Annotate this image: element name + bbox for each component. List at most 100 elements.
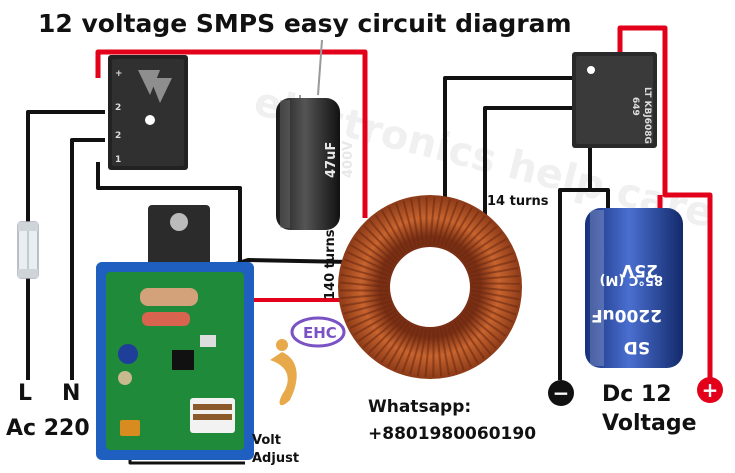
toroid-winding bbox=[450, 322, 472, 368]
toroid-winding bbox=[424, 328, 431, 377]
fuse bbox=[17, 221, 39, 279]
toroid-winding bbox=[456, 220, 492, 256]
toroid-winding bbox=[465, 245, 511, 267]
toroid-winding bbox=[340, 273, 389, 285]
wire-red-output bbox=[617, 25, 713, 380]
toroid-winding bbox=[439, 200, 459, 247]
toroid-winding bbox=[395, 203, 414, 250]
ac-input-label: Ac 220 bbox=[6, 416, 90, 441]
wire-black-live bbox=[26, 110, 105, 225]
toroid-winding bbox=[381, 210, 407, 254]
bridge-right-code: 649 bbox=[630, 97, 640, 116]
ehc-logo: EHC bbox=[270, 316, 346, 406]
cap-output-temp: 85°C (M) bbox=[600, 272, 663, 287]
toroid-winding bbox=[408, 328, 424, 376]
toroid-winding bbox=[357, 313, 399, 343]
toroid-winding bbox=[388, 206, 410, 252]
positive-terminal-icon: + bbox=[702, 378, 719, 402]
toroid-winding bbox=[410, 198, 421, 247]
toroid-winding bbox=[471, 286, 520, 293]
bridge-rectifier-right: LT KBJ608G 649 bbox=[572, 52, 657, 148]
toroid-winding bbox=[465, 307, 507, 337]
wire-black-neutral bbox=[70, 138, 105, 380]
secondary-turns-label: 14 turns bbox=[487, 194, 549, 209]
toroid-winding bbox=[461, 231, 503, 261]
toroid-winding bbox=[353, 237, 395, 267]
bridge-left-ac1-pin: 2 bbox=[115, 103, 121, 113]
toroid-winding bbox=[456, 318, 486, 360]
bridge-rectifier-left: + 2 2 1 bbox=[108, 55, 188, 170]
toroid-winding bbox=[387, 324, 414, 368]
toroid-winding bbox=[349, 244, 393, 271]
toroid-winding bbox=[463, 238, 507, 264]
toroid-winding bbox=[341, 296, 390, 307]
toroid-winding bbox=[469, 300, 514, 323]
toroid-winding bbox=[353, 310, 397, 336]
output-terminals: − + bbox=[548, 377, 723, 406]
negative-terminal-icon: − bbox=[553, 381, 570, 405]
toroid-winding bbox=[469, 259, 517, 274]
toroid-winding bbox=[363, 225, 399, 261]
toroid-winding bbox=[470, 296, 517, 316]
volt-adjust-line2: Adjust bbox=[252, 451, 299, 466]
volt-adjust-line1: Volt bbox=[252, 433, 281, 448]
toroid-winding bbox=[346, 303, 393, 322]
toroid-winding bbox=[401, 327, 421, 374]
wire-red-primary bbox=[95, 49, 368, 218]
cap-output-value: 2200uF bbox=[591, 305, 662, 325]
contact-whatsapp-label: Whatsapp: bbox=[368, 397, 471, 417]
toroid-winding bbox=[450, 210, 480, 252]
toroid-winding bbox=[471, 274, 520, 281]
wire-black-cap-minus bbox=[560, 188, 610, 215]
output-label-line2: Voltage bbox=[602, 411, 697, 436]
toroid-winding bbox=[394, 326, 417, 371]
smps-module bbox=[96, 205, 254, 460]
toroid-winding bbox=[459, 225, 498, 259]
page-title: 12 voltage SMPS easy circuit diagram bbox=[38, 9, 572, 38]
cap-output-brand: SD bbox=[624, 337, 650, 357]
toroid-winding bbox=[471, 293, 519, 309]
capacitor-output: 25V 85°C (M) 2200uF SD bbox=[585, 208, 683, 368]
toroid-winding bbox=[362, 315, 401, 349]
neutral-label: N bbox=[62, 381, 80, 406]
toroid-winding bbox=[432, 197, 444, 246]
toroid-winding bbox=[446, 206, 473, 250]
toroid-winding bbox=[453, 215, 487, 254]
toroid-winding bbox=[340, 293, 389, 300]
toroid-transformer bbox=[338, 195, 522, 379]
contact-phone-number: +8801980060190 bbox=[368, 424, 536, 444]
toroid-winding bbox=[373, 320, 407, 359]
bridge-left-minus-pin: 1 bbox=[115, 155, 121, 165]
toroid-winding bbox=[416, 328, 428, 377]
bridge-left-plus-pin: + bbox=[115, 69, 123, 79]
toroid-winding bbox=[436, 198, 452, 246]
toroid-winding bbox=[417, 197, 424, 246]
toroid-winding bbox=[341, 265, 389, 281]
toroid-winding bbox=[463, 310, 502, 344]
bridge-right-part-number: LT KBJ608G bbox=[642, 87, 652, 144]
output-label-line1: Dc 12 bbox=[602, 382, 672, 407]
toroid-winding bbox=[461, 313, 497, 349]
toroid-winding bbox=[443, 326, 458, 374]
cap-output-voltage-top: 25V bbox=[620, 260, 658, 280]
toroid-winding bbox=[368, 219, 402, 258]
toroid-winding bbox=[436, 328, 443, 377]
toroid-winding bbox=[346, 251, 391, 274]
primary-turns-label: 140 turns bbox=[323, 229, 338, 300]
toroid-winding bbox=[368, 318, 404, 354]
toroid-winding bbox=[429, 197, 436, 246]
toroid-winding bbox=[453, 320, 479, 364]
bridge-left-ac2-pin: 2 bbox=[115, 131, 121, 141]
toroid-winding bbox=[349, 307, 395, 329]
toroid-winding bbox=[380, 322, 410, 364]
wire-black-secondary-b bbox=[483, 106, 575, 220]
toroid-winding bbox=[374, 214, 404, 256]
toroid-winding bbox=[358, 230, 397, 264]
logo-text: EHC bbox=[303, 324, 337, 342]
toroid-winding bbox=[402, 200, 417, 248]
toroid-winding bbox=[343, 258, 390, 278]
capacitor-primary: 47uF 400V bbox=[276, 39, 356, 230]
toroid-winding bbox=[343, 300, 391, 315]
toroid-winding bbox=[446, 324, 465, 371]
